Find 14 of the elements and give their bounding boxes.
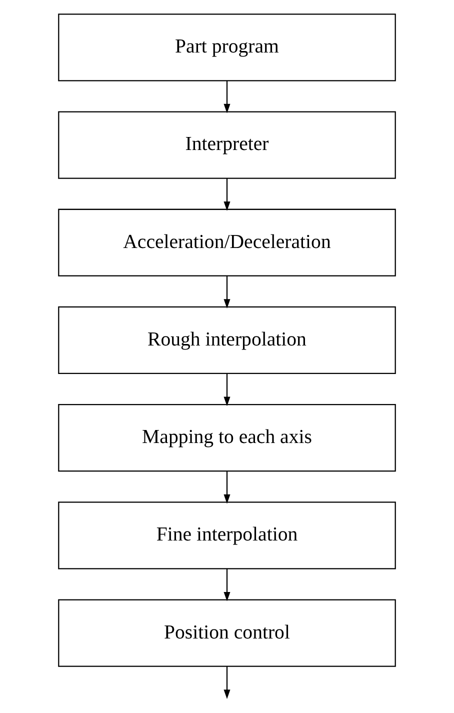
arrow xyxy=(224,471,230,504)
node-box: Position control xyxy=(58,599,396,667)
arrow xyxy=(224,80,230,114)
node-box: Mapping to each axis xyxy=(58,404,396,472)
arrow xyxy=(224,374,230,406)
arrow xyxy=(224,276,230,308)
node-box: Interpreter xyxy=(58,111,396,179)
arrow xyxy=(224,666,230,699)
node-box: Part program xyxy=(58,14,396,82)
arrow xyxy=(224,568,230,602)
arrow xyxy=(224,178,230,211)
node-box: Acceleration/Deceleration xyxy=(58,208,396,276)
node-box: Rough interpolation xyxy=(58,306,396,374)
node-box: Fine interpolation xyxy=(58,502,396,570)
